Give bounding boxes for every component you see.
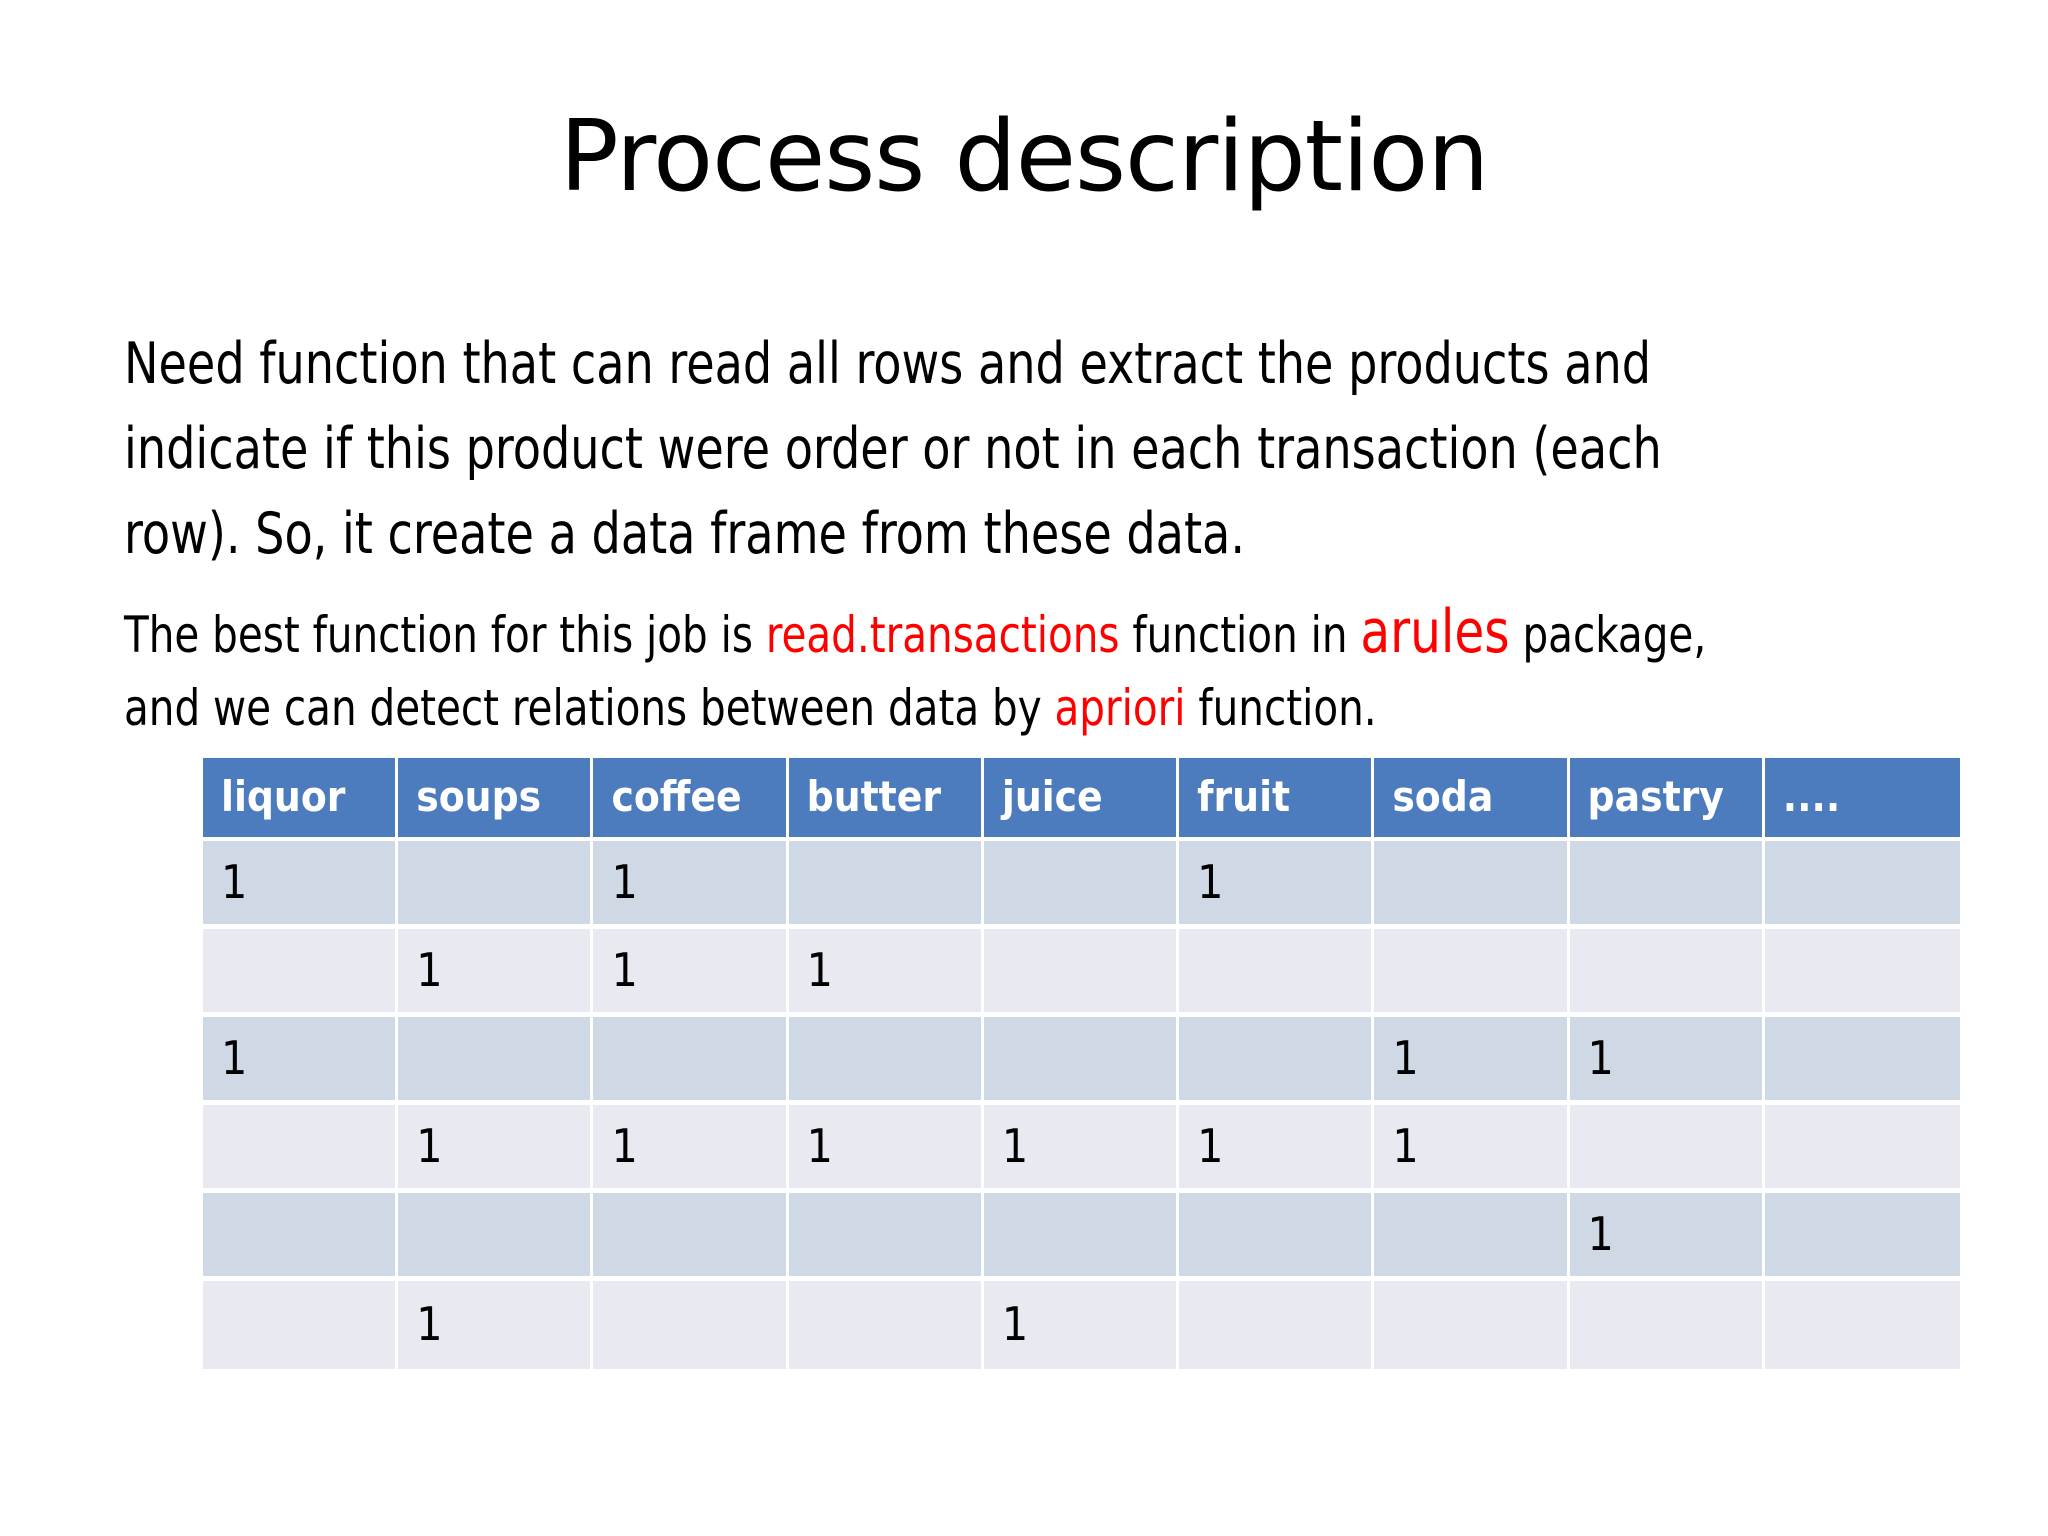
table-cell bbox=[983, 929, 1180, 1017]
table-column-header[interactable]: soda bbox=[1374, 758, 1570, 841]
table-cell bbox=[1764, 1105, 1960, 1193]
table-cell bbox=[1179, 1281, 1375, 1369]
table-cell bbox=[983, 1017, 1180, 1105]
table-cell bbox=[1374, 1281, 1570, 1369]
table-cell bbox=[1764, 929, 1960, 1017]
table-cell bbox=[1374, 1193, 1570, 1281]
table-cell: 1 bbox=[983, 1281, 1180, 1369]
table-column-header[interactable]: soups bbox=[398, 758, 594, 841]
text-part-4: function. bbox=[1185, 679, 1377, 737]
table-cell bbox=[1179, 1193, 1375, 1281]
table-cell: 1 bbox=[593, 1105, 789, 1193]
table-column-header[interactable]: fruit bbox=[1179, 758, 1375, 841]
table-cell: 1 bbox=[1374, 1105, 1570, 1193]
table-row: 1 1 1 bbox=[203, 841, 1960, 929]
table-cell bbox=[1569, 1105, 1765, 1193]
table-cell bbox=[398, 841, 594, 929]
text-part-2: function in bbox=[1119, 606, 1361, 664]
table-column-header[interactable]: butter bbox=[788, 758, 984, 841]
table-cell: 1 bbox=[203, 841, 399, 929]
table-cell bbox=[203, 929, 399, 1017]
table-cell bbox=[1764, 1017, 1960, 1105]
page-title: Process description bbox=[559, 100, 1490, 214]
table-cell bbox=[593, 1193, 789, 1281]
table-cell: 1 bbox=[593, 929, 789, 1017]
text-part-3: package, and we can detect relations bet… bbox=[124, 606, 1707, 737]
table-column-header[interactable]: coffee bbox=[593, 758, 789, 841]
table-cell bbox=[983, 1193, 1180, 1281]
table-column-header[interactable]: .... bbox=[1764, 758, 1960, 841]
table-cell bbox=[593, 1017, 789, 1105]
table-row: 1 bbox=[203, 1193, 1960, 1281]
table-cell: 1 bbox=[398, 929, 594, 1017]
table-cell bbox=[788, 1281, 984, 1369]
highlight-apriori: apriori bbox=[1054, 679, 1186, 737]
table-cell: 1 bbox=[983, 1105, 1180, 1193]
text-part-1: The best function for this job is bbox=[124, 606, 766, 664]
paragraph-description: Need function that can read all rows and… bbox=[124, 331, 1662, 567]
table-cell bbox=[398, 1193, 594, 1281]
table-cell bbox=[1179, 1017, 1375, 1105]
table-cell bbox=[1374, 929, 1570, 1017]
table-cell bbox=[788, 841, 984, 929]
table-cell bbox=[593, 1281, 789, 1369]
table-cell bbox=[983, 841, 1180, 929]
table-cell bbox=[1764, 1281, 1960, 1369]
highlight-arules: arules bbox=[1360, 597, 1510, 667]
table-cell: 1 bbox=[593, 841, 789, 929]
table-cell: 1 bbox=[788, 929, 984, 1017]
table-cell bbox=[788, 1017, 984, 1105]
table-cell: 1 bbox=[203, 1017, 399, 1105]
table-cell bbox=[1179, 929, 1375, 1017]
table-cell bbox=[1569, 841, 1765, 929]
table-cell: 1 bbox=[788, 1105, 984, 1193]
table-column-header[interactable]: pastry bbox=[1569, 758, 1765, 841]
table-cell bbox=[203, 1281, 399, 1369]
table-cell: 1 bbox=[1179, 841, 1375, 929]
table-cell: 1 bbox=[398, 1281, 594, 1369]
table-cell bbox=[1569, 1281, 1765, 1369]
table-cell bbox=[1764, 841, 1960, 929]
table-column-header[interactable]: liquor bbox=[203, 758, 399, 841]
table-cell bbox=[398, 1017, 594, 1105]
table-column-header[interactable]: juice bbox=[983, 758, 1180, 841]
table-cell bbox=[1569, 929, 1765, 1017]
table-cell: 1 bbox=[398, 1105, 594, 1193]
table-cell bbox=[203, 1193, 399, 1281]
table-cell: 1 bbox=[1374, 1017, 1570, 1105]
table-cell bbox=[203, 1105, 399, 1193]
table-cell: 1 bbox=[1569, 1017, 1765, 1105]
table-cell: 1 bbox=[1569, 1193, 1765, 1281]
paragraph-functions: The best function for this job is read.t… bbox=[124, 596, 1789, 745]
table-cell bbox=[1764, 1193, 1960, 1281]
table-cell bbox=[788, 1193, 984, 1281]
table-cell bbox=[1374, 841, 1570, 929]
highlight-read-transactions: read.transactions bbox=[765, 606, 1120, 664]
table-cell: 1 bbox=[1179, 1105, 1375, 1193]
